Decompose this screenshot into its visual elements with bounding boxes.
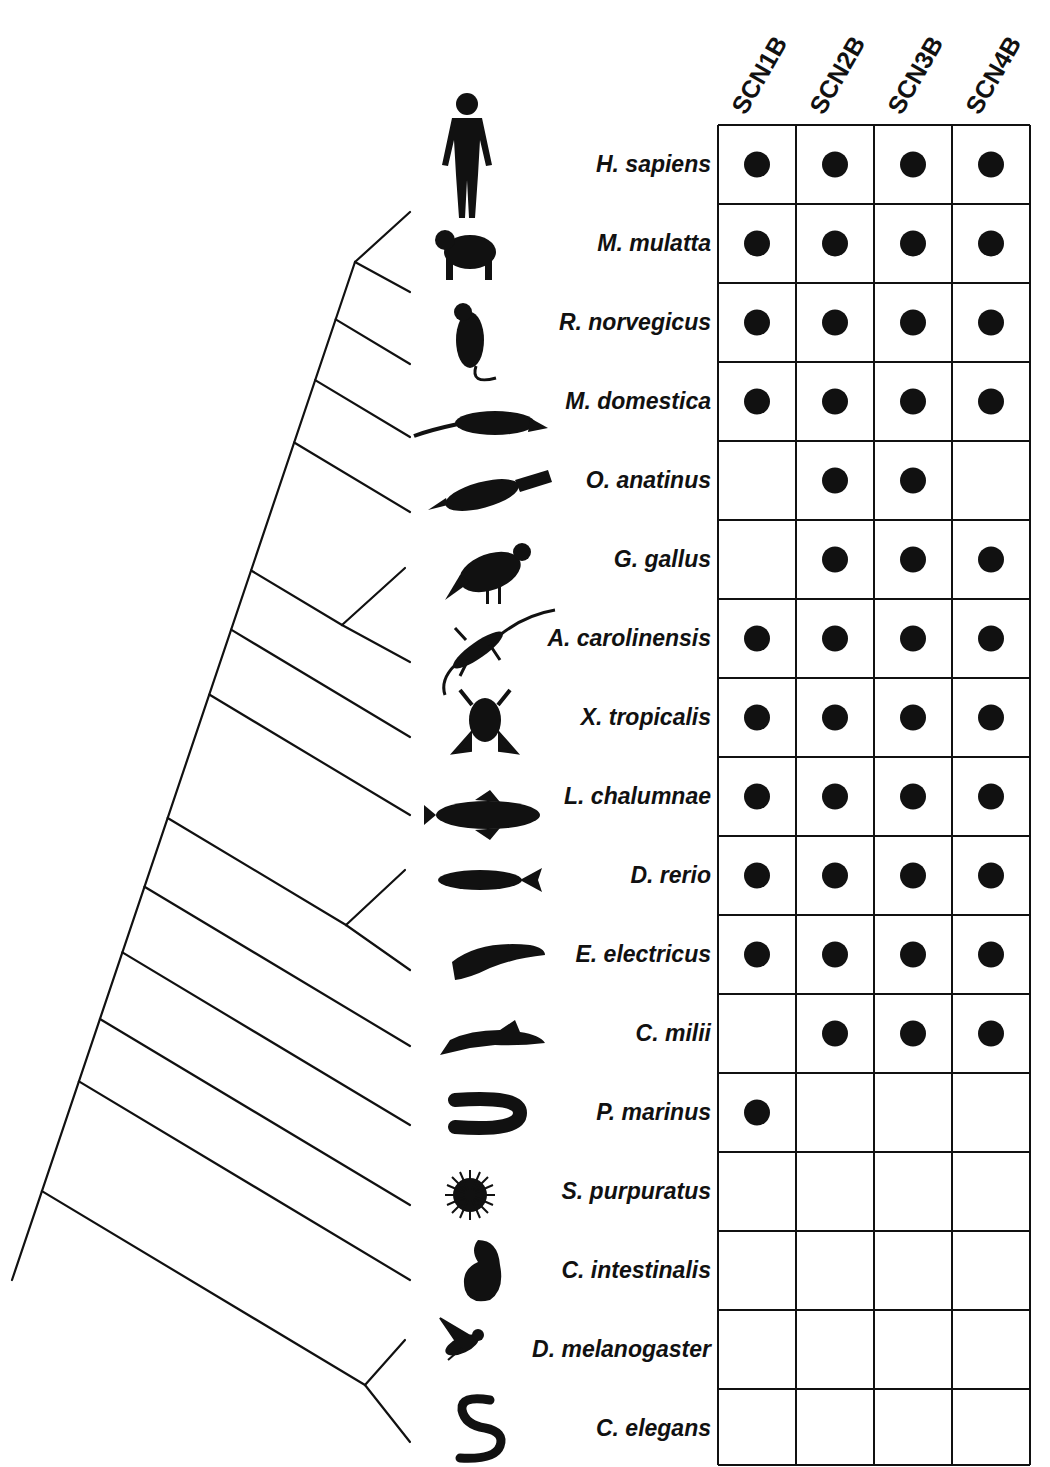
tree-branch: [145, 887, 410, 1046]
presence-dot: [900, 942, 926, 968]
presence-dot: [978, 863, 1004, 889]
presence-dot: [744, 389, 770, 415]
presence-dot: [900, 705, 926, 731]
presence-dot: [822, 389, 848, 415]
tree-branch: [365, 1340, 405, 1385]
presence-dot: [978, 626, 1004, 652]
tree-branch: [294, 443, 410, 512]
species-name: O. anatinus: [586, 469, 711, 492]
presence-dot: [978, 310, 1004, 336]
species-name: M. domestica: [565, 390, 711, 413]
grid-line: [717, 125, 719, 1465]
tree-branch: [12, 262, 355, 1280]
presence-dot: [900, 468, 926, 494]
presence-dot: [978, 942, 1004, 968]
tree-branch: [342, 568, 405, 625]
species-name: H. sapiens: [596, 153, 711, 176]
tree-branch: [336, 319, 410, 364]
presence-dot: [744, 1100, 770, 1126]
tree-branch: [251, 570, 342, 625]
presence-dot: [900, 152, 926, 178]
gene-header: SCN1B: [727, 32, 791, 118]
phylogenetic-tree: [12, 212, 410, 1442]
tree-branch: [79, 1081, 410, 1280]
species-name: A. carolinensis: [547, 627, 711, 650]
species-name: G. gallus: [614, 548, 711, 571]
presence-dot: [900, 1021, 926, 1047]
presence-dot: [900, 310, 926, 336]
presence-dot: [978, 705, 1004, 731]
species-name: E. electricus: [575, 943, 711, 966]
presence-dot: [900, 863, 926, 889]
species-name: D. rerio: [630, 864, 711, 887]
table-grid: [718, 125, 1030, 1465]
organism-silhouettes: [414, 93, 555, 1458]
tree-branch: [100, 1019, 410, 1205]
presence-dot: [822, 152, 848, 178]
presence-dot: [978, 389, 1004, 415]
presence-dot: [900, 231, 926, 257]
species-name: M. mulatta: [597, 232, 711, 255]
presence-dot: [822, 863, 848, 889]
grid-line: [1029, 125, 1031, 1465]
presence-dot: [900, 784, 926, 810]
presence-dot: [900, 626, 926, 652]
presence-dot: [744, 152, 770, 178]
tree-branch: [315, 380, 410, 437]
presence-dot: [900, 389, 926, 415]
species-name: S. purpuratus: [561, 1180, 711, 1203]
presence-dot: [978, 547, 1004, 573]
presence-dot: [978, 1021, 1004, 1047]
presence-dot: [822, 942, 848, 968]
grid-line: [795, 125, 797, 1465]
presence-dot: [822, 1021, 848, 1047]
presence-dot: [822, 784, 848, 810]
gene-header: SCN3B: [883, 32, 947, 118]
species-name: R. norvegicus: [559, 311, 711, 334]
presence-dot: [744, 705, 770, 731]
species-name: L. chalumnae: [564, 785, 711, 808]
grid-line: [951, 125, 953, 1465]
presence-dot: [822, 310, 848, 336]
presence-dot: [744, 626, 770, 652]
presence-dot: [822, 547, 848, 573]
tree-branch: [355, 212, 410, 262]
presence-dot: [744, 310, 770, 336]
tree-branch: [231, 630, 410, 737]
presence-dot: [822, 468, 848, 494]
presence-dot: [822, 705, 848, 731]
presence-dots: [744, 152, 1004, 1126]
tree-branch: [42, 1191, 365, 1385]
tree-branch: [122, 952, 410, 1125]
species-name: C. elegans: [596, 1417, 711, 1440]
species-name: D. melanogaster: [532, 1338, 711, 1361]
tree-branch: [346, 870, 405, 925]
gene-header: SCN2B: [805, 32, 869, 118]
presence-dot: [744, 863, 770, 889]
grid-line: [873, 125, 875, 1465]
presence-dot: [900, 547, 926, 573]
species-name: C. milii: [636, 1022, 711, 1045]
tree-branch: [209, 695, 410, 815]
tree-branch: [342, 625, 410, 662]
tree-branch: [365, 1385, 410, 1442]
species-name: X. tropicalis: [581, 706, 711, 729]
presence-dot: [744, 784, 770, 810]
presence-dot: [744, 231, 770, 257]
presence-dot: [822, 626, 848, 652]
presence-dot: [978, 784, 1004, 810]
tree-branch: [168, 818, 346, 925]
presence-dot: [822, 231, 848, 257]
species-name: P. marinus: [596, 1101, 711, 1124]
gene-header: SCN4B: [961, 32, 1025, 118]
species-name: C. intestinalis: [561, 1259, 711, 1282]
tree-branch: [346, 925, 410, 970]
presence-dot: [744, 942, 770, 968]
tree-branch: [355, 262, 410, 292]
presence-dot: [978, 231, 1004, 257]
presence-dot: [978, 152, 1004, 178]
